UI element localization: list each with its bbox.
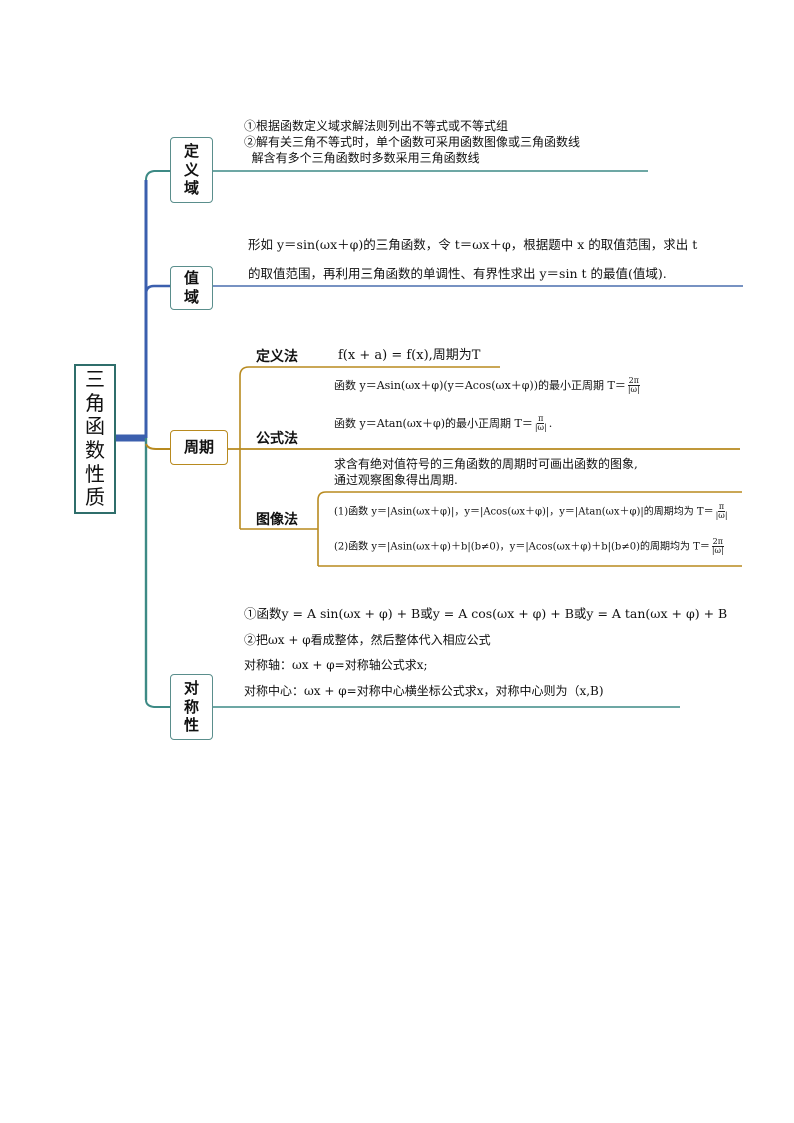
formula-line-2-num: π <box>537 414 545 425</box>
graph-intro-1: 求含有绝对值符号的三角函数的周期时可画出函数的图象, <box>334 457 638 471</box>
period-sub-bracket <box>228 366 740 529</box>
domain-line-2: ②解有关三角不等式时，单个函数可采用函数图像或三角函数线 <box>244 135 581 149</box>
formula-line-2-fraction: π|ω| <box>534 414 548 433</box>
formula-line-2: 函数 y＝Atan(ωx＋φ)的最小正周期 T＝π|ω|. <box>334 414 553 433</box>
branch-symmetry <box>145 699 170 708</box>
root-node: 三角函数性质 <box>74 364 116 514</box>
branch-range <box>144 284 170 295</box>
period-node: 周期 <box>170 430 228 465</box>
range-label: 值域 <box>183 269 199 306</box>
range-node: 值域 <box>170 266 213 310</box>
formula-line-2-text: 函数 y＝Atan(ωx＋φ)的最小正周期 T＝ <box>334 416 533 430</box>
range-line-1: 形如 y＝sin(ωx＋φ)的三角函数，令 t＝ωx＋φ，根据题中 x 的取值范… <box>248 237 698 252</box>
symmetry-line-3: 对称轴：ωx + φ=对称轴公式求x; <box>244 658 428 672</box>
symmetry-line-4: 对称中心：ωx + φ=对称中心横坐标公式求x，对称中心则为（x,B) <box>244 684 604 698</box>
formula-line-1: 函数 y＝Asin(ωx＋φ)(y＝Acos(ωx＋φ))的最小正周期 T＝2π… <box>334 376 642 395</box>
formula-method-label: 公式法 <box>256 431 298 447</box>
period-label: 周期 <box>183 438 214 457</box>
root-title: 三角函数性质 <box>85 367 105 510</box>
formula-line-2-end: . <box>548 416 553 430</box>
graph-item-1-den: |ω| <box>715 511 728 521</box>
symmetry-line-1: ①函数y = A sin(ωx + φ) + B或y = A cos(ωx + … <box>244 606 728 621</box>
trunk-stem <box>145 170 170 181</box>
graph-item-2-fraction: 2π|ω| <box>711 537 725 556</box>
range-line-2: 的取值范围，再利用三角函数的单调性、有界性求出 y＝sin t 的最值(值域). <box>248 266 667 281</box>
formula-line-2-den: |ω| <box>534 423 547 433</box>
symmetry-node: 对称性 <box>170 674 213 740</box>
graph-item-1-text: (1)函数 y＝|Asin(ωx＋φ)|，y＝|Acos(ωx＋φ)|，y＝|A… <box>334 506 714 518</box>
graph-method-label: 图像法 <box>256 512 298 528</box>
graph-item-2: (2)函数 y＝|Asin(ωx＋φ)＋b|(b≠0)，y＝|Acos(ωx＋φ… <box>334 537 726 556</box>
formula-line-1-den: |ω| <box>627 385 640 395</box>
domain-node: 定义域 <box>170 137 213 203</box>
graph-item-1: (1)函数 y＝|Asin(ωx＋φ)|，y＝|Acos(ωx＋φ)|，y＝|A… <box>334 502 730 521</box>
domain-label: 定义域 <box>183 141 199 198</box>
domain-line-3: 解含有多个三角函数时多数采用三角函数线 <box>244 151 480 165</box>
definition-method-text: f(x + a) = f(x),周期为T <box>338 348 481 363</box>
formula-line-1-num: 2π <box>627 376 640 387</box>
graph-item-1-fraction: π|ω| <box>715 502 729 521</box>
formula-line-1-fraction: 2π|ω| <box>627 376 641 395</box>
graph-item-2-den: |ω| <box>711 546 724 556</box>
graph-item-1-num: π <box>717 502 726 513</box>
definition-method-label: 定义法 <box>256 349 298 365</box>
domain-line-1: ①根据函数定义域求解法则列出不等式或不等式组 <box>244 119 509 133</box>
graph-bracket <box>240 491 742 567</box>
graph-item-2-text: (2)函数 y＝|Asin(ωx＋φ)＋b|(b≠0)，y＝|Acos(ωx＋φ… <box>334 541 710 553</box>
symmetry-label: 对称性 <box>183 678 199 735</box>
graph-item-2-num: 2π <box>711 537 724 548</box>
formula-line-1-text: 函数 y＝Asin(ωx＋φ)(y＝Acos(ωx＋φ))的最小正周期 T＝ <box>334 378 626 392</box>
branch-period <box>145 443 170 450</box>
graph-intro-2: 通过观察图象得出周期. <box>334 473 458 487</box>
symmetry-line-2: ②把ωx + φ看成整体，然后整体代入相应公式 <box>244 633 491 647</box>
